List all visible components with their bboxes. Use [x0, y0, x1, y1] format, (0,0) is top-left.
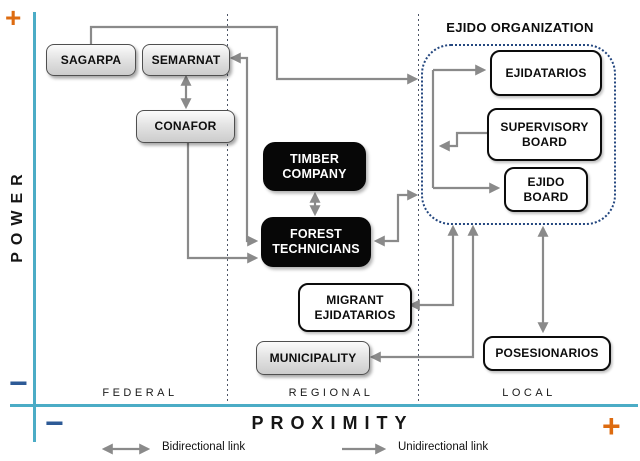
legend-bidirectional-label: Bidirectional link: [162, 441, 246, 453]
proximity-minus-sign: −: [45, 405, 64, 441]
proximity-plus-sign: +: [602, 408, 621, 444]
ejido-organization-title: EJIDO ORGANIZATION: [446, 20, 594, 35]
link-supervisory-board-to-trunk: [438, 131, 487, 152]
node-municipality: MUNICIPALITY: [256, 341, 370, 375]
node-migrant-ejidatarios: MIGRANT EJIDATARIOS: [298, 283, 412, 332]
region-label-regional: REGIONAL: [288, 387, 374, 399]
link-conafor-to-forest-technicians: [186, 141, 259, 264]
link-semarnat-forest-technicians: [229, 52, 259, 247]
node-timber-company: TIMBER COMPANY: [263, 142, 366, 191]
link-migrant-ejidatarios-ejido-organization: [408, 224, 459, 311]
power-axis-line: [33, 12, 36, 442]
node-supervisory-board: SUPERVISORY BOARD: [487, 108, 602, 161]
power-minus-sign: −: [9, 365, 28, 401]
federal-regional-divider: [227, 14, 228, 404]
ejido-organization-group-outline: [421, 44, 616, 225]
node-posesionarios: POSESIONARIOS: [483, 336, 611, 371]
region-label-federal: FEDERAL: [102, 387, 178, 399]
node-forest-technicians: FOREST TECHNICIANS: [261, 217, 371, 267]
link-forest-technicians-ejido-board: [373, 189, 419, 247]
region-label-local: LOCAL: [502, 387, 556, 399]
node-semarnat: SEMARNAT: [142, 44, 230, 76]
node-conafor: CONAFOR: [136, 110, 235, 143]
proximity-axis-label: PROXIMITY: [251, 413, 414, 433]
link-municipality-ejido-organization: [369, 224, 479, 363]
regional-local-divider: [418, 14, 419, 404]
legend-unidirectional-label: Unidirectional link: [398, 441, 489, 453]
proximity-axis-line: [10, 404, 638, 407]
power-plus-sign: +: [5, 2, 22, 33]
node-ejidatarios: EJIDATARIOS: [490, 50, 602, 96]
node-sagarpa: SAGARPA: [46, 44, 136, 76]
link-sagarpa-to-ejido-organization: [89, 25, 419, 85]
node-ejido-board: EJIDO BOARD: [504, 167, 588, 212]
